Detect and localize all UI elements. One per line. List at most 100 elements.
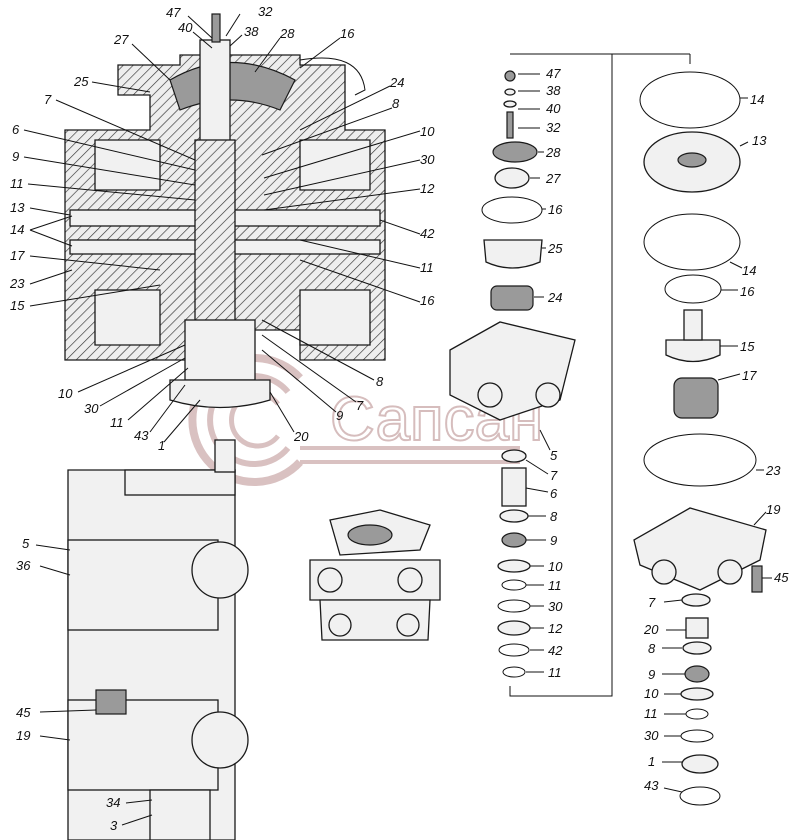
part-7-seal xyxy=(501,449,527,463)
label-e25: 25 xyxy=(547,241,563,256)
label-f9: 9 xyxy=(648,667,655,682)
label-30-upper: 30 xyxy=(420,152,435,167)
label-f45: 45 xyxy=(774,570,789,585)
part-43-circlip xyxy=(679,786,721,806)
part-23-ring xyxy=(643,433,757,487)
label-e7: 7 xyxy=(550,468,558,483)
lower-valve-seat xyxy=(184,319,256,381)
label-16-top: 16 xyxy=(340,26,355,41)
label-e32: 32 xyxy=(546,120,561,135)
section-callouts: 47 32 40 38 27 28 16 25 24 7 8 6 10 9 30… xyxy=(9,4,435,453)
part-28-diaphragm xyxy=(492,141,538,163)
part-8-washer xyxy=(682,641,712,655)
part-30-ring xyxy=(497,599,531,613)
iso-port-lower-left xyxy=(328,613,352,637)
label-f16: 16 xyxy=(740,284,755,299)
label-13: 13 xyxy=(10,200,25,215)
label-f13: 13 xyxy=(752,133,767,148)
part-14-ring-lower xyxy=(643,213,741,271)
label-side-19: 19 xyxy=(16,728,30,743)
part-5-port-right xyxy=(535,382,561,408)
part-17-spring xyxy=(673,377,719,419)
label-10-upper: 10 xyxy=(420,124,435,139)
exploded-column-2: 14 13 14 16 15 17 23 19 45 7 20 8 9 10 1… xyxy=(633,71,789,806)
label-28: 28 xyxy=(279,26,295,41)
rod-top-47 xyxy=(211,13,221,43)
part-38-washer xyxy=(504,88,516,96)
label-27: 27 xyxy=(113,32,129,47)
label-side-3: 3 xyxy=(110,818,118,833)
label-15: 15 xyxy=(10,298,25,313)
side-top-flange xyxy=(124,469,236,496)
part-11-ring xyxy=(685,708,709,720)
part-1-valve xyxy=(681,754,719,774)
label-e16: 16 xyxy=(548,202,563,217)
label-f8: 8 xyxy=(648,641,656,656)
label-f14a: 14 xyxy=(750,92,764,107)
label-f7: 7 xyxy=(648,595,656,610)
part-32-rod xyxy=(506,111,514,139)
label-14: 14 xyxy=(10,222,24,237)
label-38: 38 xyxy=(244,24,259,39)
label-7-lower: 7 xyxy=(356,398,364,413)
part-40-washer xyxy=(503,100,517,108)
part-11b-ring xyxy=(502,666,526,678)
part-24-spring xyxy=(490,285,534,311)
part-30-ring xyxy=(680,729,714,743)
label-11-mid: 11 xyxy=(420,260,434,275)
label-47: 47 xyxy=(166,5,181,20)
part-14-ring-upper xyxy=(639,71,741,129)
label-12: 12 xyxy=(420,181,435,196)
label-e42: 42 xyxy=(548,643,563,658)
label-25: 25 xyxy=(73,74,89,89)
part-15-stem xyxy=(683,309,703,341)
part-42-clip xyxy=(498,643,530,657)
part-25-piston xyxy=(483,239,543,269)
label-6: 6 xyxy=(12,122,20,137)
label-23: 23 xyxy=(9,276,25,291)
label-f11: 11 xyxy=(644,706,658,721)
label-11-upper: 11 xyxy=(10,176,24,191)
part-8-washer xyxy=(499,509,529,523)
exhaust-valve-1 xyxy=(169,379,271,409)
label-16-mid: 16 xyxy=(420,293,435,308)
part-9-cone xyxy=(684,665,710,683)
part-16-ring xyxy=(481,196,543,224)
label-20: 20 xyxy=(293,429,309,444)
part-10-disk xyxy=(497,559,531,573)
label-11-lower: 11 xyxy=(110,415,124,430)
iso-port-left xyxy=(317,567,343,593)
label-f20: 20 xyxy=(643,622,659,637)
part-13-hub xyxy=(677,152,707,168)
column-connector xyxy=(509,53,613,697)
plunger-sleeve-6 xyxy=(194,139,236,341)
label-e10: 10 xyxy=(548,559,563,574)
label-f10: 10 xyxy=(644,686,659,701)
label-24: 24 xyxy=(389,75,404,90)
cross-section-view xyxy=(64,13,386,409)
label-f17: 17 xyxy=(742,368,757,383)
watermark: Сапсан xyxy=(188,354,544,486)
label-e6: 6 xyxy=(550,486,558,501)
label-e38: 38 xyxy=(546,83,561,98)
label-e30: 30 xyxy=(548,599,563,614)
part-19-port-right xyxy=(717,559,743,585)
label-8-lower: 8 xyxy=(376,374,384,389)
label-side-36: 36 xyxy=(16,558,31,573)
part-16-ring xyxy=(664,274,722,304)
label-side-34: 34 xyxy=(106,795,120,810)
label-e8: 8 xyxy=(550,509,558,524)
label-9-upper: 9 xyxy=(12,149,19,164)
isometric-view xyxy=(309,509,441,641)
part-12-valve xyxy=(497,620,531,636)
part-7-seal xyxy=(681,593,711,607)
side-bottom-fitting-3 xyxy=(149,789,211,840)
side-view: 5 36 45 19 34 3 xyxy=(16,439,249,840)
label-8-upper: 8 xyxy=(392,96,400,111)
part-15-piston xyxy=(665,339,721,363)
label-e40: 40 xyxy=(546,101,561,116)
label-e9: 9 xyxy=(550,533,557,548)
port-cavities xyxy=(94,139,371,346)
